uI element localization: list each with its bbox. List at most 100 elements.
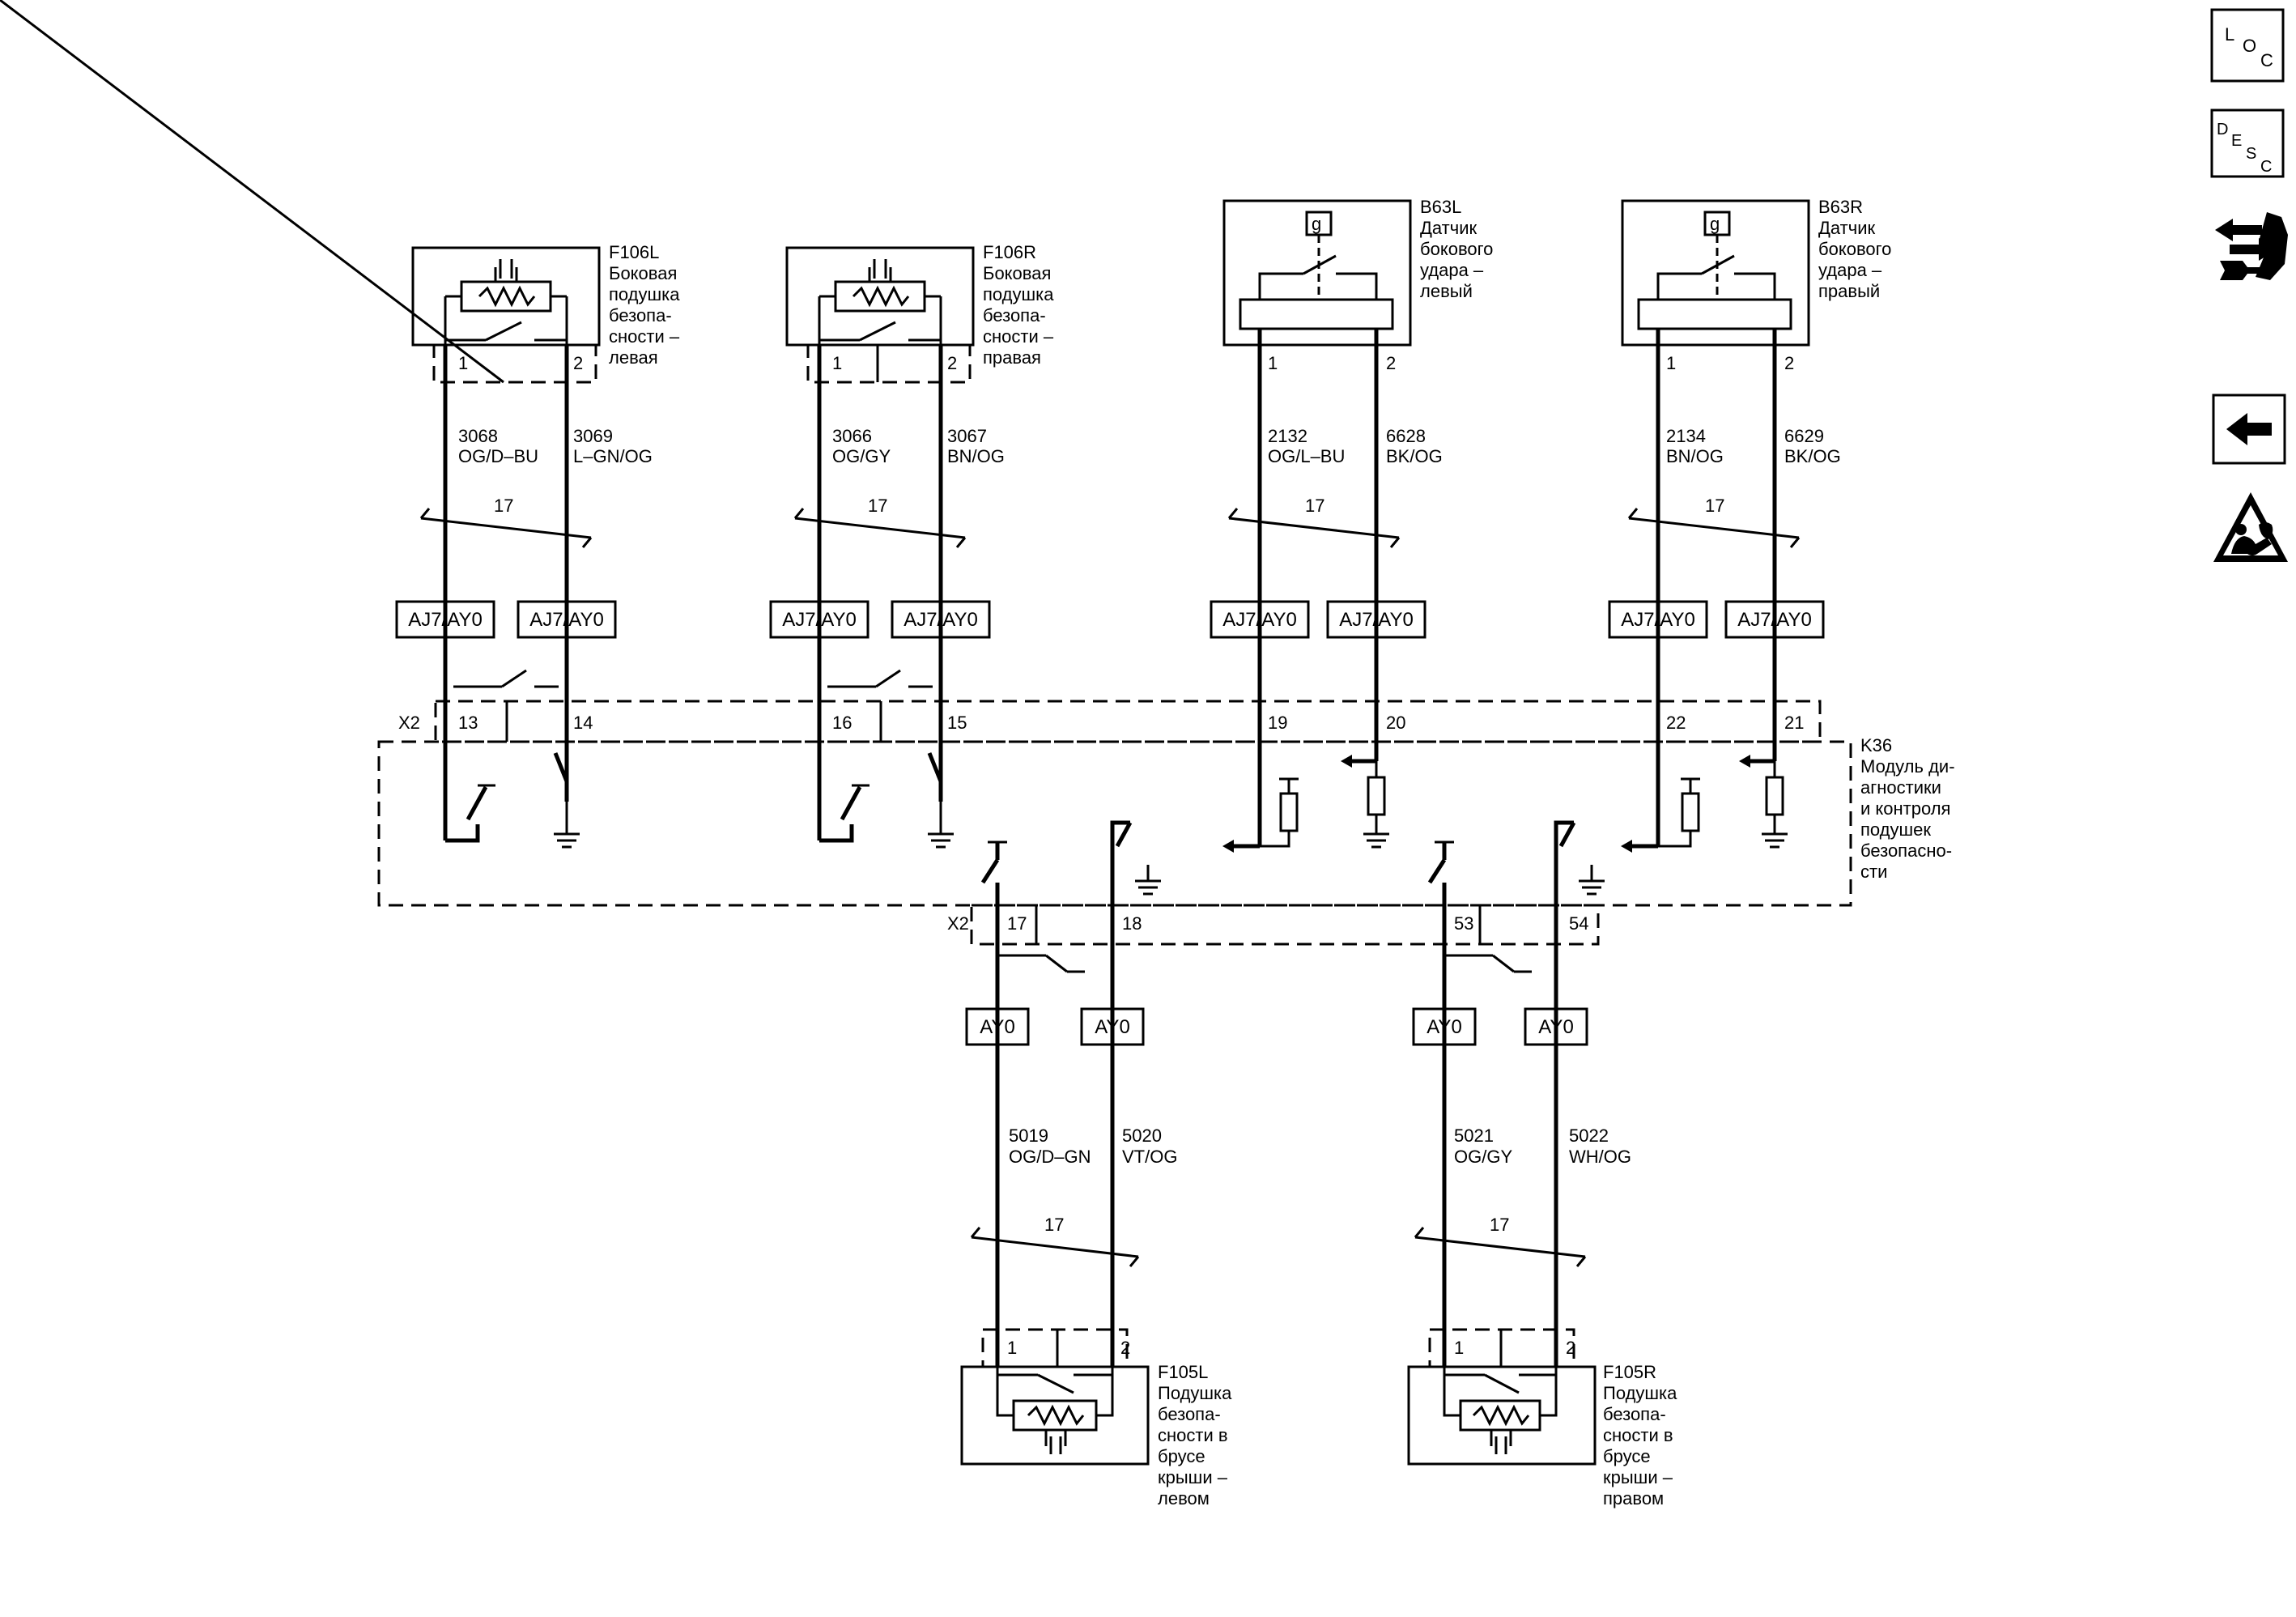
wire-color: OG/GY: [1454, 1147, 1512, 1167]
component-desc: удара –: [1420, 260, 1484, 280]
wire-circuit: 5021: [1454, 1126, 1494, 1146]
component-desc: подушка: [983, 284, 1054, 304]
connector-name: X2: [398, 713, 420, 733]
component-id: F105L: [1158, 1362, 1208, 1382]
desc-button[interactable]: D E S C: [2210, 109, 2285, 178]
loc-button[interactable]: L O C: [2210, 8, 2285, 83]
wire-circuit: 6629: [1784, 426, 1824, 446]
component-f106r: F106R Боковая подушка безопа- сности – п…: [785, 242, 1054, 384]
connector-tool-icon[interactable]: [2215, 212, 2288, 280]
desc-letter: D: [2217, 121, 2228, 138]
component-desc: сности в: [1603, 1425, 1673, 1445]
twist-note: 17: [1044, 1215, 1064, 1235]
component-desc: безопа-: [1158, 1404, 1221, 1424]
loc-letter: O: [2243, 36, 2256, 56]
top-wires: [443, 329, 1777, 846]
wire-color: BK/OG: [1386, 446, 1443, 466]
component-desc: Модуль ди-: [1860, 756, 1955, 777]
wire-circuit: 3067: [947, 426, 987, 446]
sensor-symbol: g: [1710, 214, 1720, 234]
pin-label: 1: [458, 353, 468, 373]
wire-color: OG/D–GN: [1009, 1147, 1091, 1167]
component-desc: подушка: [609, 284, 680, 304]
connector-pin: 54: [1569, 913, 1588, 934]
twist-note: 17: [868, 496, 887, 516]
component-desc: Подушка: [1158, 1383, 1232, 1403]
wire-circuit: 3068: [458, 426, 498, 446]
component-desc: левом: [1158, 1488, 1210, 1508]
pin-label: 1: [1268, 353, 1278, 373]
component-id: F105R: [1603, 1362, 1656, 1382]
pin-label: 1: [832, 353, 842, 373]
wire-color: WH/OG: [1569, 1147, 1631, 1167]
connector-pin: 14: [573, 713, 593, 733]
twist-note: 17: [494, 496, 513, 516]
component-desc: брусе: [1158, 1446, 1205, 1466]
airbag-warning-icon: [2213, 492, 2288, 562]
component-desc: левая: [609, 347, 658, 368]
component-f106l: F106L Боковая подушка безопа- сности – л…: [0, 0, 680, 384]
harness-label: AY0: [1538, 1016, 1574, 1038]
connector-pin: 22: [1666, 713, 1686, 733]
twist-note: 17: [1490, 1215, 1509, 1235]
connector-pin: 13: [458, 713, 478, 733]
bottom-wire-labels: 5019 OG/D–GN 5020 VT/OG 5021 OG/GY 5022 …: [1009, 1126, 1631, 1167]
bottom-wires: [995, 883, 1558, 1367]
harness-label: AY0: [1095, 1016, 1130, 1038]
desc-letter: E: [2231, 132, 2242, 150]
component-desc: правый: [1818, 281, 1880, 301]
component-f105l: 1 2 F105L Подушка безопа- сности в брусе…: [960, 1328, 1232, 1508]
component-id: B63R: [1818, 197, 1863, 217]
pin-label: 2: [1120, 1338, 1130, 1358]
pin-label: 2: [1784, 353, 1794, 373]
component-desc: брусе: [1603, 1446, 1651, 1466]
component-desc: подушек: [1860, 819, 1931, 840]
connector-x2-top: X2 13 14 16 15 19 20 22 21: [398, 669, 1822, 743]
component-id: K36: [1860, 735, 1892, 755]
pin-label: 2: [1386, 353, 1396, 373]
component-desc: сности –: [983, 326, 1054, 347]
harness-label: AJ7/AY0: [408, 609, 483, 631]
wire-color: L–GN/OG: [573, 446, 653, 466]
component-desc: правом: [1603, 1488, 1664, 1508]
twisted-pair-marks-top: 17 17 17 17: [419, 496, 1801, 548]
desc-letter: S: [2246, 145, 2256, 163]
connector-pin: 53: [1454, 913, 1473, 934]
harness-label: AY0: [980, 1016, 1015, 1038]
component-desc: Боковая: [983, 263, 1051, 283]
pin-label: 1: [1454, 1338, 1464, 1358]
harness-label: AJ7/AY0: [1222, 609, 1297, 631]
wire-circuit: 5020: [1122, 1126, 1162, 1146]
pin-label: 1: [1666, 353, 1676, 373]
connector-pin: 20: [1386, 713, 1405, 733]
wire-circuit: 2134: [1666, 426, 1706, 446]
pin-label: 2: [1566, 1338, 1575, 1358]
harness-labels-top: AJ7/AY0 AJ7/AY0 AJ7/AY0 AJ7/AY0 AJ7/AY0 …: [395, 600, 1825, 639]
harness-label: AY0: [1426, 1016, 1462, 1038]
component-desc: левый: [1420, 281, 1473, 301]
back-arrow-icon[interactable]: [2212, 394, 2286, 465]
harness-label: AJ7/AY0: [904, 609, 978, 631]
desc-letter: C: [2260, 158, 2272, 176]
component-desc: безопа-: [1603, 1404, 1666, 1424]
harness-labels-bottom: AY0 AY0 AY0 AY0: [965, 1007, 1588, 1046]
component-id: F106L: [609, 242, 659, 262]
harness-label: AJ7/AY0: [1621, 609, 1695, 631]
component-f105r: 1 2 F105R Подушка безопа- сности в брусе…: [1407, 1328, 1677, 1508]
wire-circuit: 3069: [573, 426, 613, 446]
wire-color: OG/L–BU: [1268, 446, 1345, 466]
top-wire-labels: 3068 OG/D–BU 3069 L–GN/OG 3066 OG/GY 306…: [458, 426, 1841, 466]
component-desc: крыши –: [1603, 1467, 1673, 1487]
component-desc: Датчик: [1420, 218, 1477, 238]
connector-pin: 18: [1122, 913, 1142, 934]
connector-pin: 16: [832, 713, 852, 733]
twisted-pair-marks-bottom: 17 17: [970, 1215, 1587, 1267]
loc-letter: C: [2260, 50, 2273, 70]
component-b63r: g B63R Датчик бокового удара – правый 1 …: [1621, 197, 1891, 373]
wire-color: BK/OG: [1784, 446, 1841, 466]
component-k36: K36 Модуль ди- агностики и контроля поду…: [377, 735, 1955, 907]
connector-pin: 19: [1268, 713, 1287, 733]
component-desc: сти: [1860, 862, 1887, 882]
wire-color: OG/D–BU: [458, 446, 538, 466]
